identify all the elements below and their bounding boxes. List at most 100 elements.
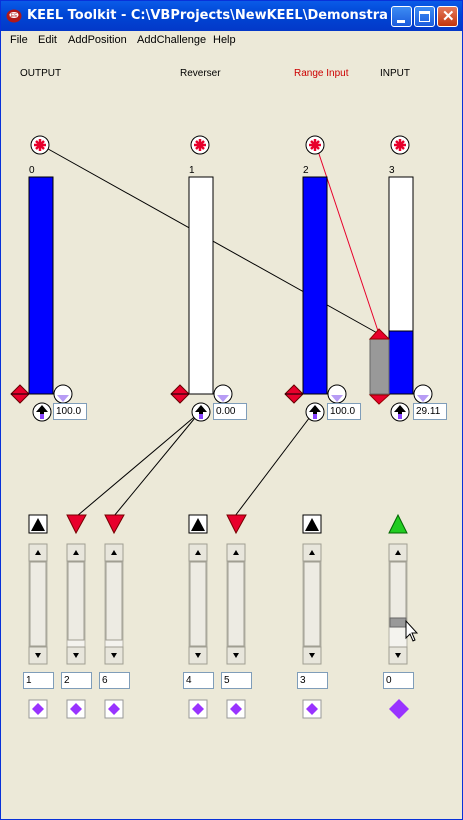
range-indicator[interactable] [369, 338, 390, 395]
scroll-down-arrow-icon [111, 653, 117, 658]
vertical-scrollbar[interactable] [104, 543, 124, 665]
purple-diamond-icon[interactable] [104, 699, 124, 719]
column-index: 3 [389, 165, 395, 176]
value-field[interactable]: 0.00 [213, 403, 247, 420]
keel-logo-icon: KEEL [6, 9, 22, 23]
column-header-reverser: Reverser [180, 68, 221, 79]
slider-index-field[interactable]: 3 [297, 672, 328, 689]
scroll-up-arrow-icon [395, 550, 401, 555]
weight-circle-icon[interactable] [327, 384, 347, 404]
slider-index-field[interactable]: 1 [23, 672, 54, 689]
black-up-triangle-icon[interactable] [28, 514, 48, 534]
menu-help[interactable]: Help [213, 34, 236, 46]
weight-circle-icon[interactable] [213, 384, 233, 404]
scroll-thumb [227, 561, 245, 647]
value-field[interactable]: 100.0 [327, 403, 361, 420]
connection-line [234, 412, 314, 517]
close-icon: ✕ [442, 8, 455, 25]
menu-addposition[interactable]: AddPosition [68, 34, 127, 46]
purple-diamond-icon[interactable] [226, 699, 246, 719]
purple-diamond-icon[interactable] [188, 699, 208, 719]
graph-canvas [10, 135, 433, 719]
slider-index-field[interactable]: 0 [383, 672, 414, 689]
scroll-down-arrow-icon [395, 653, 401, 658]
scroll-up-arrow-icon [309, 550, 315, 555]
minimize-button[interactable] [391, 6, 412, 27]
connection-line [113, 412, 200, 517]
red-down-triangle-icon[interactable] [226, 514, 247, 535]
vertical-scrollbar[interactable] [28, 543, 48, 665]
column-index: 2 [303, 165, 309, 176]
maximize-icon [419, 11, 430, 22]
column-index: 1 [189, 165, 195, 176]
scroll-up-arrow-icon [35, 550, 41, 555]
black-up-triangle-icon[interactable] [302, 514, 322, 534]
title-bar[interactable]: KEEL KEEL Toolkit - C:\VBProjects\NewKEE… [1, 1, 462, 31]
menu-edit[interactable]: Edit [38, 34, 57, 46]
red-down-triangle-icon[interactable] [104, 514, 125, 535]
menu-bar: File Edit AddPosition AddChallenge Help [1, 31, 462, 51]
link-button-icon[interactable] [390, 135, 410, 155]
value-bar[interactable] [188, 176, 214, 395]
vertical-scrollbar[interactable] [302, 543, 322, 665]
scroll-thumb [389, 561, 407, 619]
purple-diamond-icon[interactable] [28, 699, 48, 719]
scroll-down-arrow-icon [233, 653, 239, 658]
value-field[interactable]: 29.11 [413, 403, 447, 420]
menu-addchallenge[interactable]: AddChallenge [137, 34, 207, 46]
range-top-arrow-icon[interactable] [368, 328, 391, 340]
link-button-icon[interactable] [305, 135, 325, 155]
scroll-position-marker [389, 617, 407, 628]
column-header-output: OUTPUT [20, 68, 62, 79]
black-up-triangle-icon[interactable] [188, 514, 208, 534]
scroll-down-arrow-icon [195, 653, 201, 658]
up-arrow-icon[interactable] [390, 402, 410, 422]
value-bar-fill [28, 176, 54, 395]
value-field[interactable]: 100.0 [53, 403, 87, 420]
up-arrow-icon[interactable] [305, 402, 325, 422]
close-button[interactable]: ✕ [437, 6, 458, 27]
maximize-button[interactable] [414, 6, 435, 27]
up-arrow-icon[interactable] [32, 402, 52, 422]
slider-index-field[interactable]: 2 [61, 672, 92, 689]
link-button-icon[interactable] [190, 135, 210, 155]
menu-file[interactable]: File [10, 34, 28, 46]
weight-circle-icon[interactable] [413, 384, 433, 404]
connection-line [76, 412, 200, 517]
red-down-triangle-icon[interactable] [66, 514, 87, 535]
value-bar-fill [302, 176, 328, 395]
vertical-scrollbar[interactable] [388, 543, 408, 665]
vertical-scrollbar[interactable] [226, 543, 246, 665]
green-up-triangle-icon[interactable] [388, 513, 408, 534]
scroll-thumb [105, 561, 123, 641]
scroll-thumb [67, 561, 85, 641]
column-index: 0 [29, 165, 35, 176]
purple-diamond-icon[interactable] [389, 699, 409, 719]
column-header-range-input: Range Input [294, 68, 349, 79]
range-bottom-arrow-icon[interactable] [368, 394, 391, 405]
link-button-icon[interactable] [30, 135, 50, 155]
window-title: KEEL Toolkit - C:\VBProjects\NewKEEL\Dem… [27, 8, 387, 23]
scroll-down-arrow-icon [309, 653, 315, 658]
scroll-thumb [29, 561, 47, 647]
scroll-down-arrow-icon [35, 653, 41, 658]
vertical-scrollbar[interactable] [66, 543, 86, 665]
scroll-up-arrow-icon [73, 550, 79, 555]
weight-circle-icon[interactable] [53, 384, 73, 404]
scroll-down-arrow-icon [73, 653, 79, 658]
mouse-cursor-icon [405, 619, 419, 642]
red-diamond-icon[interactable] [170, 384, 190, 404]
purple-diamond-icon[interactable] [66, 699, 86, 719]
scroll-up-arrow-icon [195, 550, 201, 555]
red-diamond-icon[interactable] [284, 384, 304, 404]
slider-index-field[interactable]: 5 [221, 672, 252, 689]
purple-diamond-icon[interactable] [302, 699, 322, 719]
red-diamond-icon[interactable] [10, 384, 30, 404]
scroll-thumb [303, 561, 321, 647]
slider-index-field[interactable]: 4 [183, 672, 214, 689]
up-arrow-icon[interactable] [191, 402, 211, 422]
slider-index-field[interactable]: 6 [99, 672, 130, 689]
vertical-scrollbar[interactable] [188, 543, 208, 665]
scroll-up-arrow-icon [111, 550, 117, 555]
svg-text:KEEL: KEEL [8, 13, 21, 19]
